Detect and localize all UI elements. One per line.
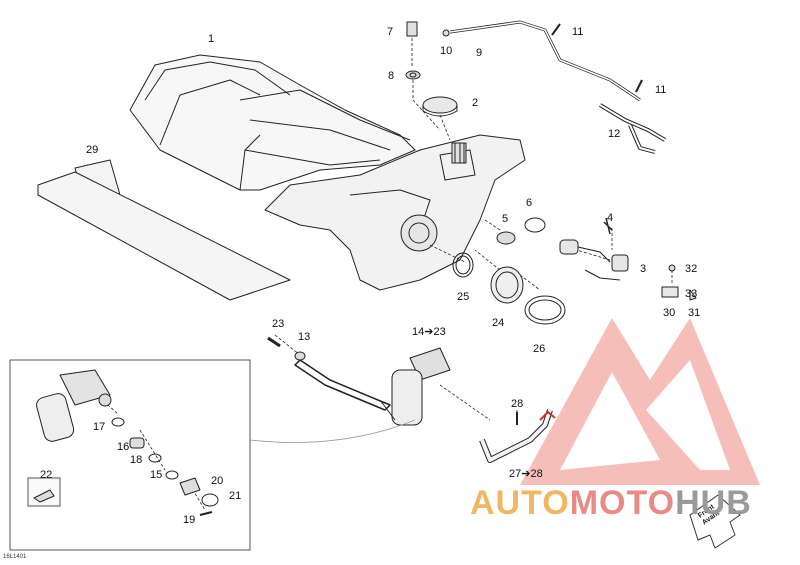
callout-22: 22 — [40, 469, 53, 481]
callout-7: 7 — [387, 26, 394, 38]
callout-6: 6 — [526, 197, 533, 209]
callout-17: 17 — [93, 421, 106, 433]
callout-31: 31 — [688, 307, 701, 319]
bracket-30 — [661, 286, 679, 298]
fuel-tank — [264, 134, 526, 291]
callout-27-28: 27➔28 — [509, 468, 543, 480]
callout-12: 12 — [608, 128, 621, 140]
seat-part — [129, 54, 416, 191]
callout-13: 13 — [298, 331, 311, 343]
vent-valve — [406, 21, 418, 37]
callout-11-lower: 11 — [655, 84, 667, 96]
callout-32: 32 — [685, 263, 698, 275]
filler-cap — [422, 96, 458, 117]
detail-box — [9, 359, 251, 551]
watermark-brand: AUTOMOTOHUB — [470, 484, 752, 523]
watermark-part-moto: MOTO — [569, 484, 676, 522]
drawing-code: 16L1401 — [3, 554, 27, 560]
callout-16: 16 — [117, 441, 130, 453]
callout-26: 26 — [533, 343, 546, 355]
callout-23: 23 — [272, 318, 285, 330]
callout-18: 18 — [130, 454, 143, 466]
callout-14-23: 14➔23 — [412, 326, 446, 338]
callout-1: 1 — [208, 33, 215, 45]
watermark-logo — [520, 318, 760, 485]
callout-29: 29 — [86, 144, 99, 156]
callout-2: 2 — [472, 97, 479, 109]
bracket-31 — [689, 289, 697, 301]
watermark-part-hub: HUB — [675, 484, 752, 522]
vent-hose — [449, 20, 641, 102]
fitting-5 — [496, 231, 516, 245]
callout-5: 5 — [502, 213, 509, 225]
callout-21: 21 — [229, 490, 242, 502]
callout-10: 10 — [440, 45, 453, 57]
fuel-pump-module — [294, 347, 451, 426]
o-ring-25 — [452, 252, 474, 278]
callout-11-upper: 11 — [572, 26, 584, 38]
callout-4: 4 — [607, 212, 614, 224]
callout-8: 8 — [388, 70, 395, 82]
callout-25: 25 — [457, 291, 470, 303]
fuel-sensor — [559, 239, 579, 255]
callout-19: 19 — [183, 514, 196, 526]
gasket-6 — [524, 217, 546, 233]
detail-pump — [27, 369, 219, 516]
callout-15: 15 — [150, 469, 163, 481]
callout-28: 28 — [511, 398, 524, 410]
watermark-part-auto: AUTO — [470, 484, 570, 522]
callout-20: 20 — [211, 475, 224, 487]
callout-9: 9 — [476, 47, 483, 59]
clamp-part — [524, 295, 566, 325]
callout-33: 33 — [685, 288, 698, 300]
rubber-pad — [37, 171, 291, 301]
gasket-part — [405, 70, 421, 80]
front-direction-arrow — [689, 494, 741, 549]
callout-3: 3 — [640, 263, 647, 275]
callout-24: 24 — [492, 317, 505, 329]
callout-30: 30 — [663, 307, 676, 319]
